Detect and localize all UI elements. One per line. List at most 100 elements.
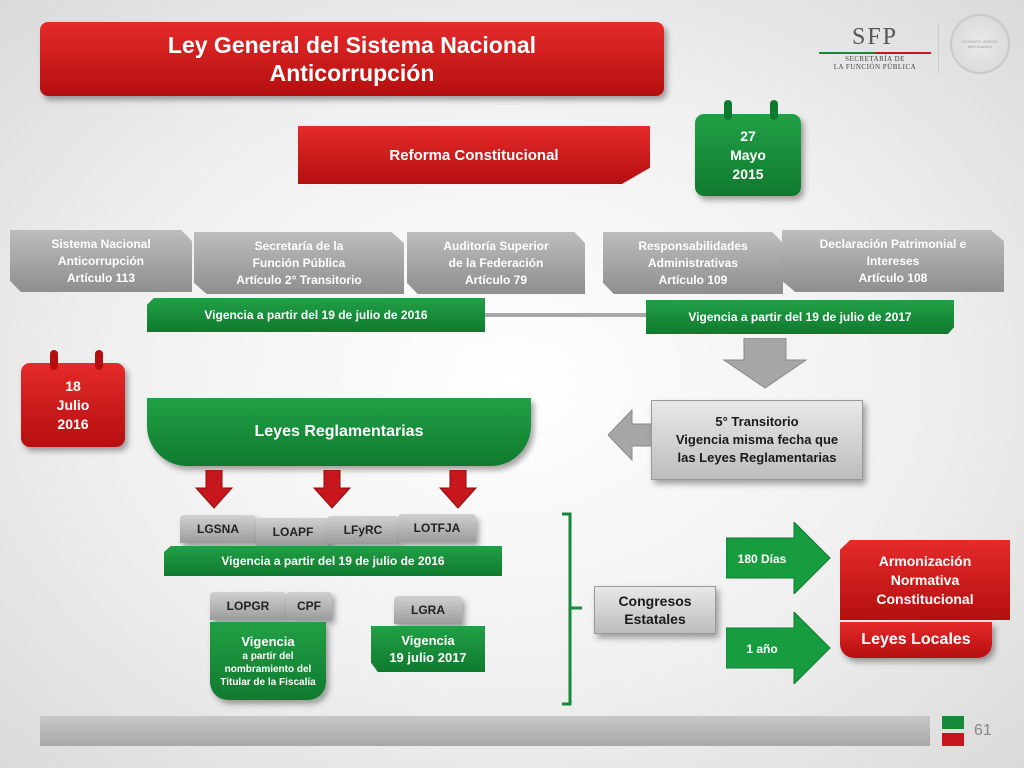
calendar-july-ring-left	[50, 350, 58, 370]
seal-text: ESTADOS UNIDOS MEXICANOS	[962, 39, 998, 49]
vigencia-2017-label: Vigencia a partir del 19 de julio de 201…	[688, 310, 912, 324]
armonizacion-line-3: Constitucional	[876, 590, 974, 607]
vigencia-laws-label: Vigencia a partir del 19 de julio de 201…	[221, 554, 445, 568]
law-lfyrc: LFyRC	[343, 523, 383, 537]
calendar-may-ring-left	[724, 100, 732, 120]
law-tab-loapf: LOAPF	[256, 518, 330, 546]
arrow-1-icon	[726, 612, 831, 684]
article-box-3: Auditoría Superior de la Federación Artí…	[407, 232, 585, 294]
transitorio-line-3: las Leyes Reglamentarias	[677, 450, 837, 465]
vigencia-fiscalia-box: Vigencia a partir del nombramiento del T…	[210, 622, 326, 700]
article-5-line-3: Artículo 108	[858, 270, 928, 285]
arrow-180-label: 180 Días	[737, 552, 787, 566]
article-2-line-1: Secretaría de la	[254, 238, 344, 253]
law-tab-lotfja: LOTFJA	[398, 514, 476, 542]
sfp-logo: SFP SECRETARÍA DE LA FUNCIÓN PÚBLICA	[815, 24, 935, 74]
sfp-divider	[819, 52, 931, 54]
law-tab-lgsna: LGSNA	[180, 515, 256, 543]
article-1-line-2: Anticorrupción	[58, 253, 144, 268]
law-tab-cpf: CPF	[286, 592, 332, 620]
calendar-july: 18 Julio 2016	[21, 363, 125, 447]
transitorio-box: 5° Transitorio Vigencia misma fecha que …	[651, 400, 863, 480]
calendar-may-ring-right	[770, 100, 778, 120]
logo-separator	[938, 22, 939, 74]
congresos-line-1: Congresos	[618, 593, 692, 609]
calendar-may-day: 27	[740, 127, 756, 144]
article-5-line-1: Declaración Patrimonial e	[819, 236, 967, 251]
law-tab-lfyrc: LFyRC	[327, 516, 399, 544]
law-tab-lgra: LGRA	[394, 596, 462, 624]
article-2-line-2: Función Pública	[252, 255, 346, 270]
article-4-line-1: Responsabilidades	[638, 238, 748, 253]
reforma-label: Reforma Constitucional	[389, 146, 559, 164]
vigencia-laws-bar: Vigencia a partir del 19 de julio de 201…	[164, 546, 502, 576]
law-lotfja: LOTFJA	[413, 521, 461, 535]
transitorio-line-2: Vigencia misma fecha que	[675, 432, 839, 447]
vigencia-2017-bar: Vigencia a partir del 19 de julio de 201…	[646, 300, 954, 334]
article-5-line-2: Intereses	[866, 253, 920, 268]
vigencia-lgra-line-2: 19 julio 2017	[389, 650, 467, 665]
title-banner: Ley General del Sistema Nacional Anticor…	[40, 22, 664, 96]
arrow-180-label-box: 180 Días	[728, 540, 796, 578]
article-4-line-2: Administrativas	[647, 255, 739, 270]
calendar-may-month: Mayo	[730, 146, 766, 163]
calendar-july-day: 18	[65, 377, 81, 394]
calendar-may: 27 Mayo 2015	[695, 114, 801, 196]
article-2-line-3: Artículo 2° Transitorio	[236, 272, 362, 287]
vigencia-2016-label: Vigencia a partir del 19 de julio de 201…	[204, 308, 428, 322]
down-arrow-icon	[722, 338, 808, 389]
calendar-may-year: 2015	[732, 165, 764, 182]
congresos-line-2: Estatales	[624, 611, 686, 627]
vigencia-fiscalia-line-3: nombramiento del	[224, 663, 312, 675]
law-lopgr: LOPGR	[226, 599, 270, 613]
vigencia-lgra-box: Vigencia 19 julio 2017	[371, 626, 485, 672]
sfp-line-1: SECRETARÍA DE	[845, 55, 905, 63]
left-arrow-icon	[608, 408, 656, 462]
law-tab-lopgr: LOPGR	[210, 592, 286, 620]
calendar-july-ring-right	[95, 350, 103, 370]
armonizacion-line-2: Normativa	[890, 571, 960, 588]
article-3-line-3: Artículo 79	[464, 272, 527, 287]
red-down-arrow-icon-1	[194, 470, 234, 509]
bracket-icon	[562, 512, 582, 706]
article-3-line-2: de la Federación	[448, 255, 544, 270]
vigencia-fiscalia-line-2: a partir del	[242, 650, 294, 662]
arrow-1-label-box: 1 año	[728, 630, 796, 668]
flag-green-block	[942, 716, 964, 729]
law-cpf: CPF	[297, 599, 321, 613]
national-seal: ESTADOS UNIDOS MEXICANOS	[950, 14, 1010, 74]
vigencia-lgra-line-1: Vigencia	[401, 633, 455, 648]
flag-red-block	[942, 733, 964, 746]
article-box-5: Declaración Patrimonial e Intereses Artí…	[782, 230, 1004, 292]
leyes-locales-box: Leyes Locales	[840, 622, 992, 658]
article-1-line-1: Sistema Nacional	[51, 236, 151, 251]
sfp-acronym: SFP	[851, 24, 899, 50]
article-box-2: Secretaría de la Función Pública Artícul…	[194, 232, 404, 294]
arrow-180-icon	[726, 522, 831, 594]
vigencia-connector	[484, 313, 654, 317]
footer-bar	[40, 716, 930, 746]
vigencia-2016-bar: Vigencia a partir del 19 de julio de 201…	[147, 298, 485, 332]
red-down-arrow-icon-2	[312, 470, 352, 509]
page-number: 61	[974, 722, 992, 739]
article-1-line-3: Artículo 113	[66, 270, 136, 285]
vigencia-fiscalia-line-1: Vigencia	[241, 633, 295, 649]
armonizacion-box: Armonización Normativa Constitucional	[840, 540, 1010, 620]
transitorio-line-1: 5° Transitorio	[715, 414, 799, 429]
title-line-1: Ley General del Sistema Nacional	[167, 32, 537, 58]
article-3-line-1: Auditoría Superior	[443, 238, 549, 253]
article-4-line-3: Artículo 109	[658, 272, 728, 287]
leyes-reglamentarias-box: Leyes Reglamentarias	[147, 398, 531, 466]
armonizacion-line-1: Armonización	[878, 552, 972, 569]
sfp-line-2: LA FUNCIÓN PÚBLICA	[833, 63, 917, 71]
article-box-1: Sistema Nacional Anticorrupción Artículo…	[10, 230, 192, 292]
calendar-july-year: 2016	[57, 415, 89, 432]
law-loapf: LOAPF	[272, 525, 314, 539]
congresos-box: Congresos Estatales	[594, 586, 716, 634]
vigencia-fiscalia-line-4: Titular de la Fiscalía	[220, 676, 316, 688]
leyes-reglamentarias-label: Leyes Reglamentarias	[254, 423, 424, 440]
red-down-arrow-icon-3	[438, 470, 478, 509]
arrow-1-label: 1 año	[746, 642, 778, 656]
calendar-july-month: Julio	[56, 396, 90, 413]
